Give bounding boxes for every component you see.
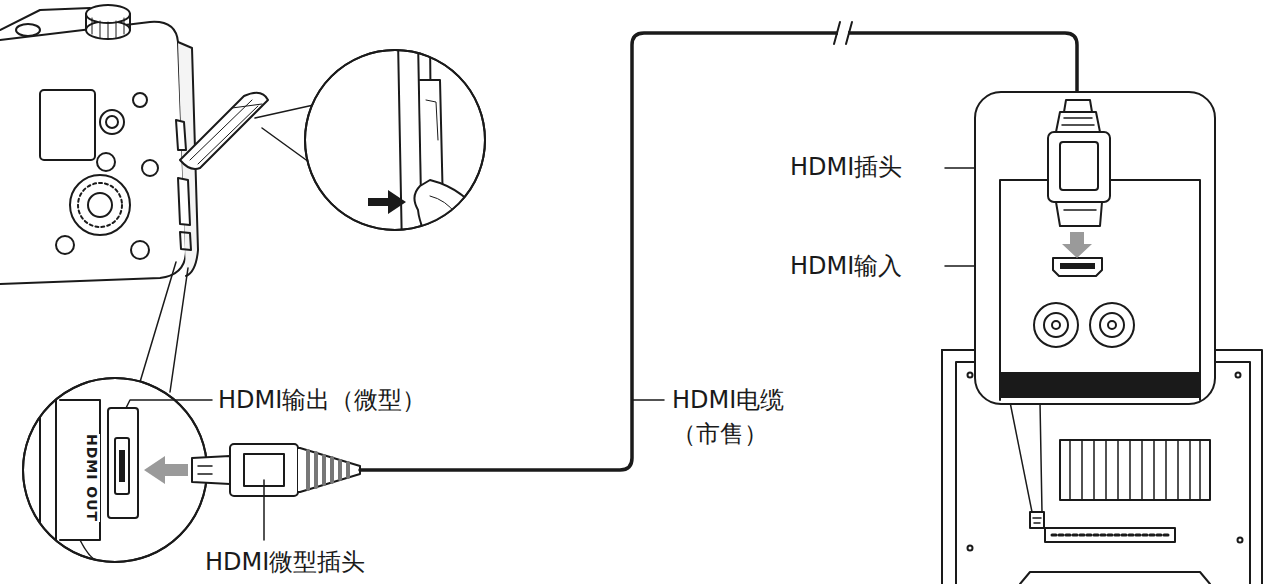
drawing-path [398, 40, 422, 250]
drawing-circle [88, 193, 112, 217]
drawing-ellipse [16, 24, 40, 36]
drawing-path [1062, 118, 1094, 125]
drawing-path [144, 456, 188, 484]
drawing-circle [78, 183, 122, 227]
drawing-circle [1090, 303, 1134, 347]
drawing-path [0, 8, 90, 30]
drawing-rect [1060, 263, 1095, 269]
drawing-rect [1045, 528, 1175, 542]
drawing-circle [133, 93, 147, 107]
drawing-circle [1044, 313, 1068, 337]
drawing-rect [40, 90, 95, 160]
drawing-circle [1236, 373, 1241, 378]
drawing-circle [100, 110, 124, 134]
drawing-path [414, 180, 490, 260]
hdmi-cable [360, 33, 1077, 470]
drawing-path [1033, 518, 1041, 523]
drawing-path [232, 104, 262, 108]
drawing-rect [115, 438, 129, 494]
drawing-path [178, 178, 190, 225]
part-label: HDMI插头 [790, 150, 902, 184]
drawing-path [1064, 209, 1096, 211]
drawing-circle [131, 241, 149, 259]
drawing-path [1060, 440, 1210, 500]
drawing-g [40, 380, 138, 562]
drawing-circle [305, 50, 485, 230]
drawing-path [368, 190, 406, 214]
drawing-circle [1100, 313, 1124, 337]
drawing-circle [23, 378, 207, 562]
drawing-circle [968, 373, 973, 378]
drawing-path [180, 232, 191, 250]
drawing-path [1020, 572, 1210, 584]
drawing-rect [108, 408, 138, 518]
drawing-path [1070, 440, 1200, 500]
magnifier-cover [305, 38, 490, 260]
micro-hdmi-plug [192, 444, 360, 496]
drawing-path [834, 22, 852, 44]
drawing-path [126, 400, 212, 408]
drawing-g [398, 38, 490, 260]
drawing-path [1052, 534, 1168, 537]
drawing-rect [1030, 512, 1044, 528]
drawing-path [263, 480, 265, 540]
part-label: HDMI电缆 （市售） [672, 383, 796, 451]
drawing-circle [142, 160, 158, 176]
drawing-circle [1034, 303, 1078, 347]
drawing-rect [1000, 372, 1200, 398]
drawing-path [308, 451, 348, 489]
port-marking: HDMI OUT [84, 434, 100, 522]
drawing-ellipse [86, 5, 130, 23]
tv-panel-zoom [975, 92, 1215, 404]
drawing-path [60, 400, 100, 540]
drawing-path [1062, 232, 1092, 258]
drawing-circle [968, 546, 973, 551]
drawing-circle [70, 175, 130, 235]
magnifier-port [23, 378, 207, 562]
part-label: HDMI微型插头 [205, 545, 365, 579]
drawing-path [0, 22, 186, 284]
drawing-path [180, 93, 268, 169]
part-label: HDMI输出（微型） [218, 383, 426, 417]
drawing-path [1064, 100, 1092, 112]
drawing-path [298, 448, 360, 492]
drawing-circle [1052, 321, 1060, 329]
hdmi-plug [1048, 100, 1110, 258]
drawing-path [176, 120, 186, 150]
drawing-path [92, 18, 124, 39]
cable-break [834, 22, 852, 44]
leader-lines [126, 168, 1052, 540]
drawing-circle [97, 153, 115, 171]
drawing-path [1056, 112, 1100, 132]
port-cover [180, 93, 268, 169]
drawing-circle [23, 378, 207, 562]
drawing-rect [1048, 132, 1110, 202]
part-label: HDMI输入 [790, 249, 902, 283]
drawing-path [192, 456, 230, 484]
drawing-path [632, 399, 664, 401]
camera [0, 5, 198, 284]
magnifier-leader [140, 262, 188, 392]
magnifier-leader [1010, 402, 1042, 512]
drawing-circle [106, 116, 118, 128]
drawing-path [1000, 180, 1200, 400]
drawing-path [198, 466, 212, 474]
drawing-rect [119, 450, 125, 482]
drawing-path [426, 100, 438, 140]
drawing-path [430, 196, 456, 214]
drawing-circle [1238, 538, 1243, 543]
drawing-rect [975, 92, 1215, 404]
drawing-path [190, 100, 258, 164]
drawing-path [1056, 202, 1102, 226]
drawing-path [1053, 258, 1102, 276]
drawing-rect [1060, 142, 1098, 190]
drawing-circle [1108, 321, 1116, 329]
drawing-circle [305, 50, 485, 230]
drawing-circle [56, 236, 74, 254]
